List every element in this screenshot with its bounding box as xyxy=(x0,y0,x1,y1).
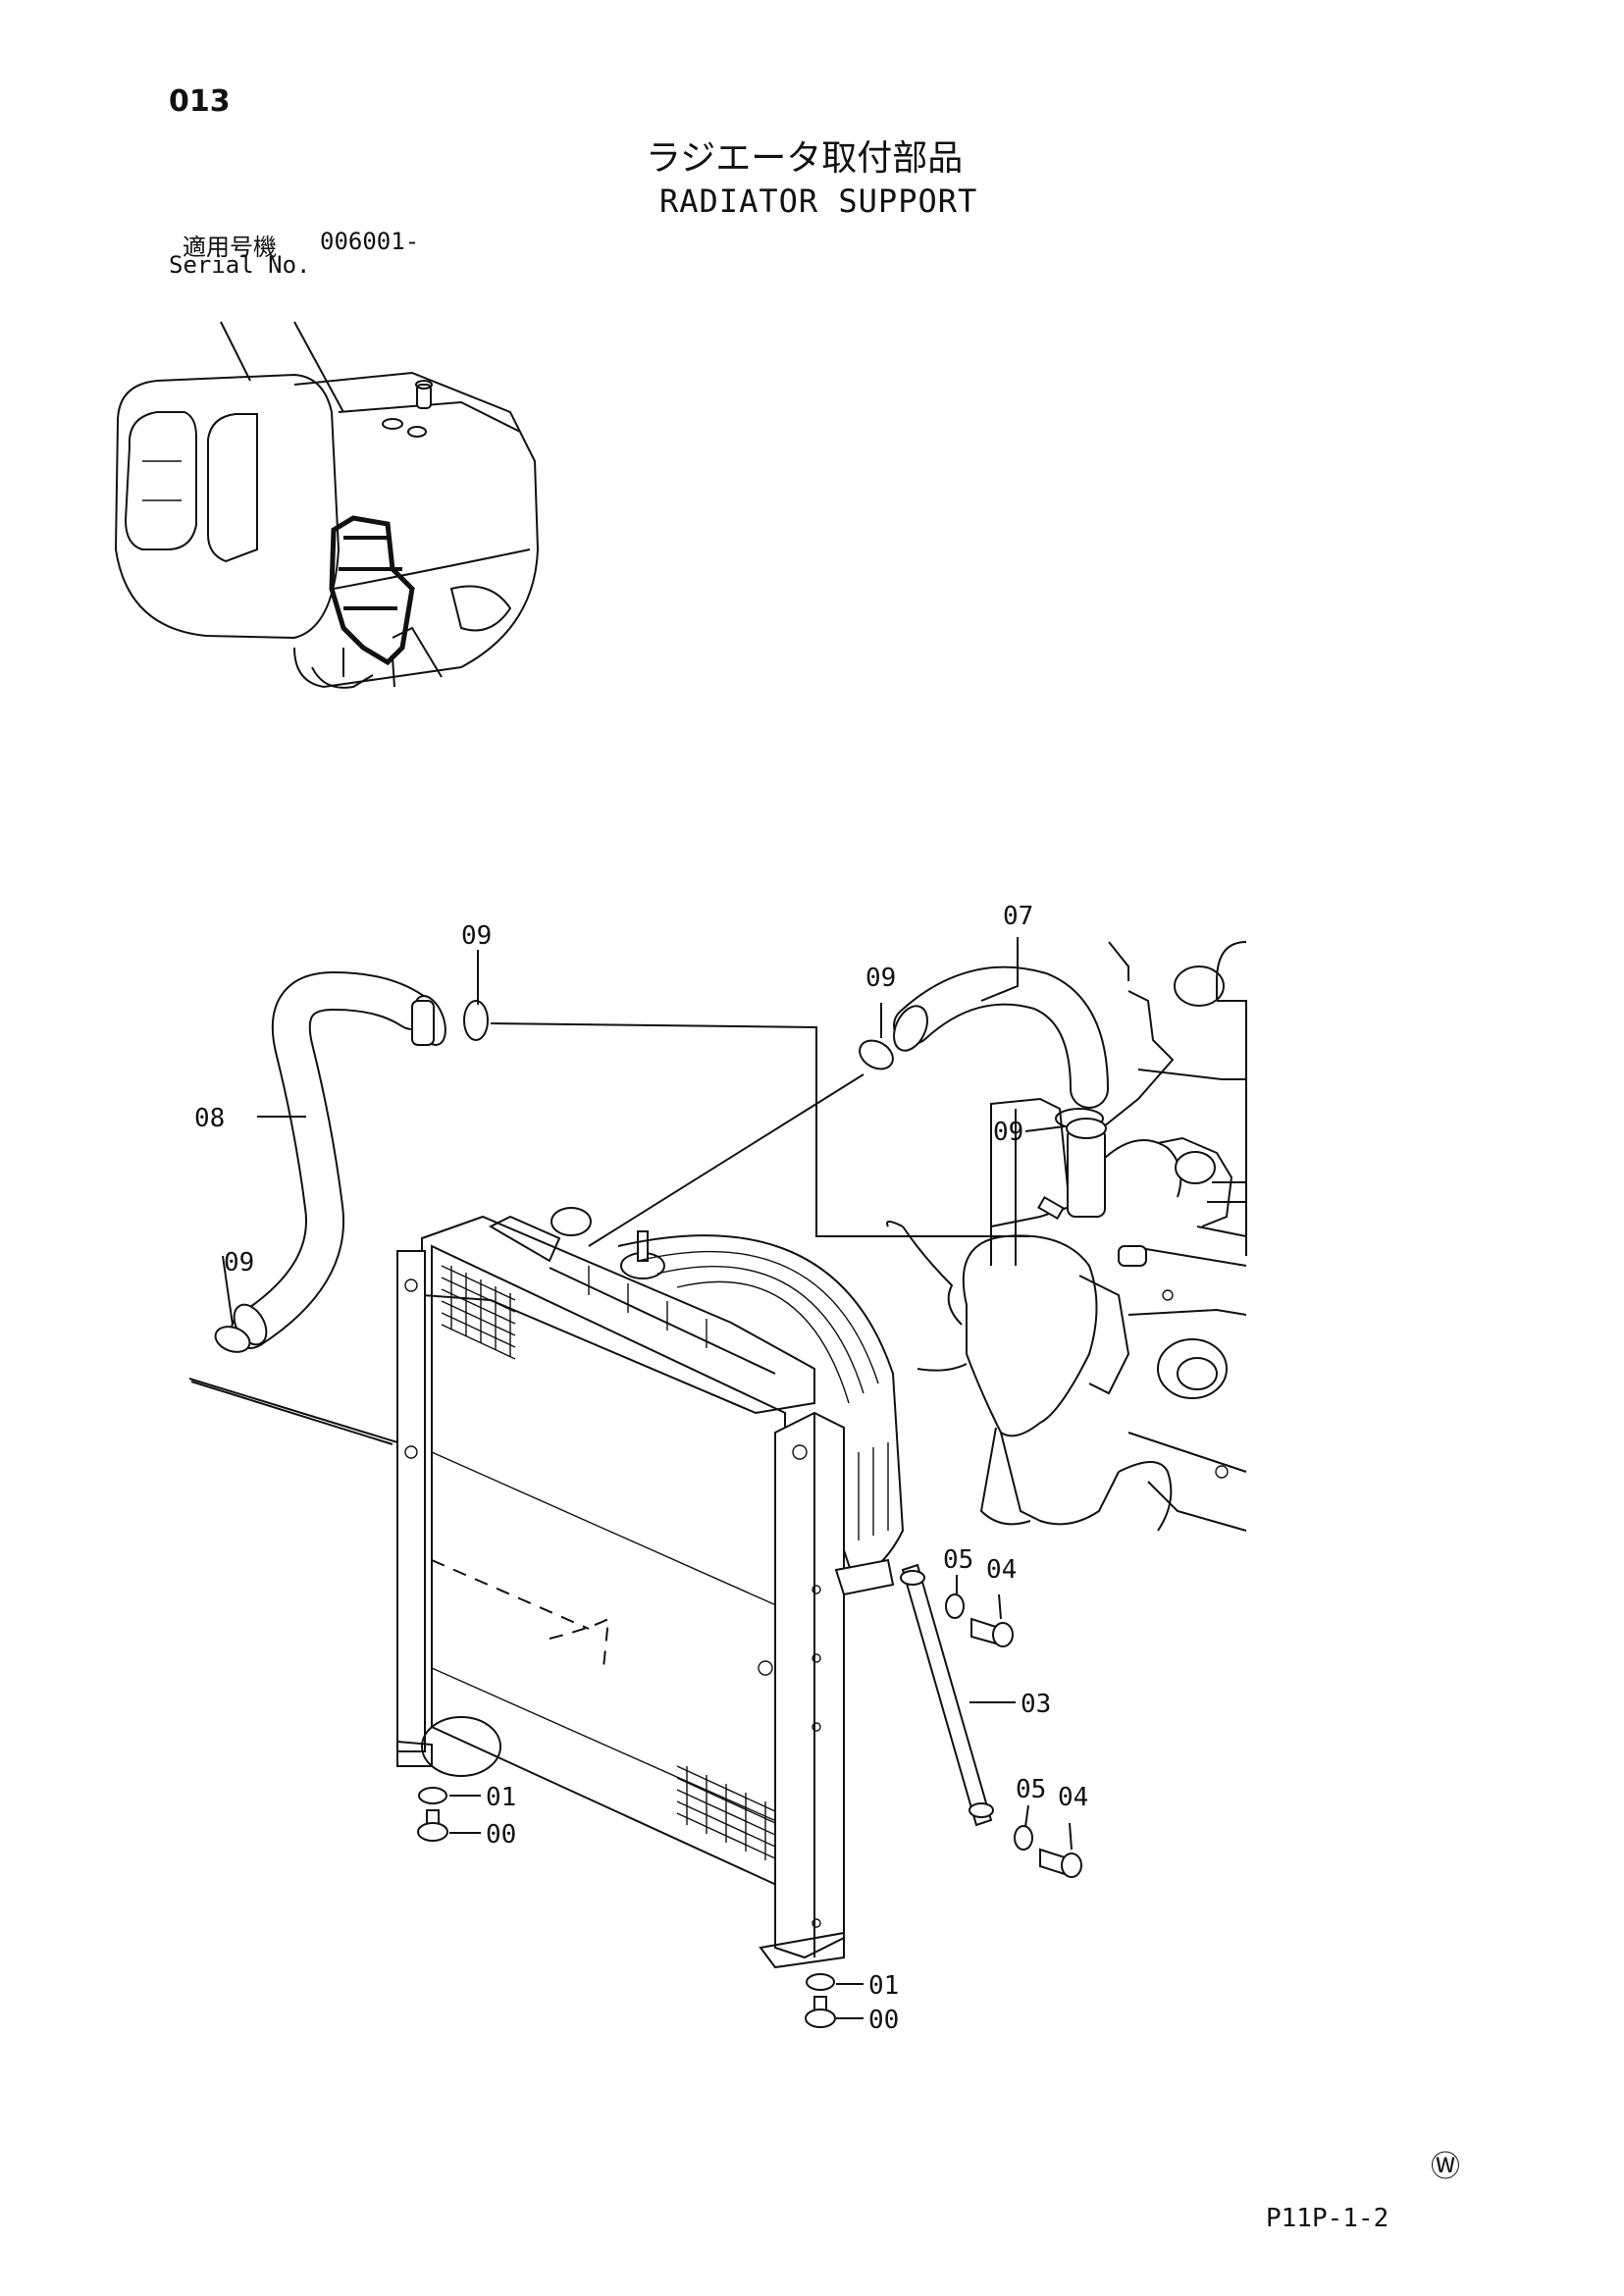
callout-04: 04 xyxy=(986,1555,1017,1585)
engine-illustration xyxy=(886,941,1247,1532)
serial-number-value: 006001- xyxy=(320,228,420,255)
bolt-icons xyxy=(417,1617,1082,2028)
page-number: 013 xyxy=(169,84,231,119)
watermark-w-symbol: Ⓦ xyxy=(1431,2150,1460,2184)
serial-label-english: Serial No. xyxy=(169,251,311,279)
upper-hose xyxy=(893,965,1109,1109)
excavator-overview-illustration xyxy=(114,321,540,689)
callout-09: 09 xyxy=(224,1248,254,1278)
serial-label-japanese: 適用号機 xyxy=(183,234,277,261)
small-fittings xyxy=(1037,1195,1147,1267)
callout-09: 09 xyxy=(461,921,492,951)
callout-03: 03 xyxy=(1021,1690,1051,1719)
page-title-english: RADIATOR SUPPORT xyxy=(659,183,978,220)
callout-05: 05 xyxy=(943,1545,973,1575)
callout-05: 05 xyxy=(1016,1775,1046,1804)
callout-09: 09 xyxy=(865,964,896,993)
callout-00: 00 xyxy=(868,2006,899,2035)
washer-icons xyxy=(418,1593,1033,1991)
callout-01: 01 xyxy=(486,1783,516,1812)
hose-clamp-icons xyxy=(214,1000,1104,1353)
callout-09: 09 xyxy=(993,1118,1023,1147)
connector-lines xyxy=(188,937,1073,2019)
radiator-assembly xyxy=(396,1207,905,1969)
callout-01: 01 xyxy=(868,1971,899,2001)
page-code: P11P-1-2 xyxy=(1266,2204,1389,2233)
callout-00: 00 xyxy=(486,1820,516,1850)
radiator-stay xyxy=(900,1563,994,1827)
callout-04: 04 xyxy=(1058,1783,1088,1812)
part-callouts: 09 07 09 08 09 09 05 04 03 05 04 01 00 0… xyxy=(194,902,1088,2035)
page-title-japanese: ラジエータ取付部品 xyxy=(646,138,964,179)
callout-07: 07 xyxy=(1003,902,1033,931)
callout-08: 08 xyxy=(194,1104,225,1133)
